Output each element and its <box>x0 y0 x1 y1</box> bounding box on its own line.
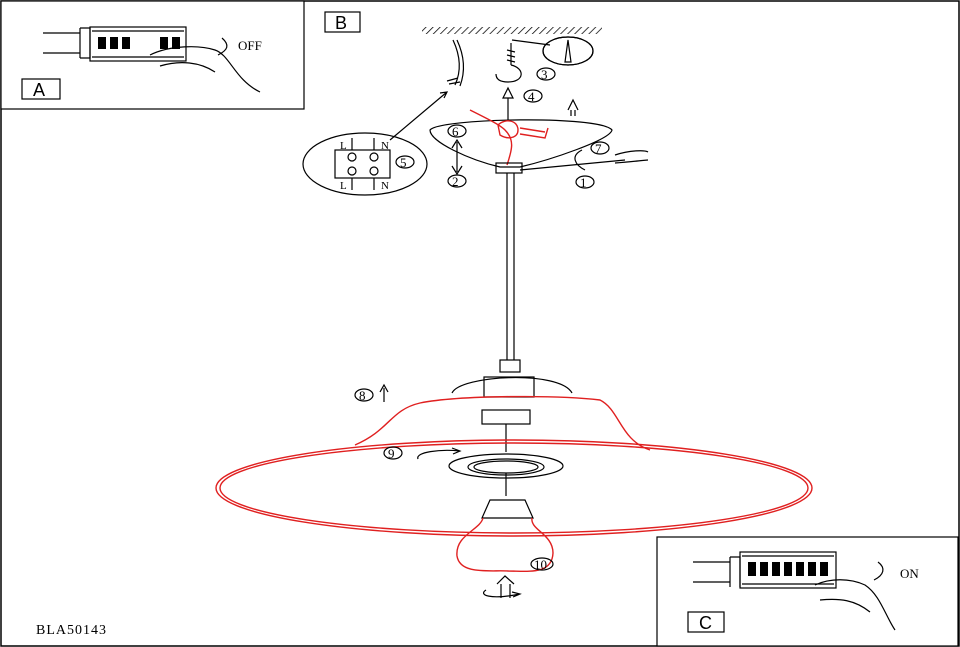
lamp-shade <box>215 395 813 537</box>
step-10: 10 <box>534 557 547 572</box>
arrow-up-icon <box>502 86 514 99</box>
off-label: OFF <box>238 38 262 53</box>
breaker-off-icon <box>43 26 261 93</box>
suspension-rod <box>506 173 515 360</box>
terminal-l-top: L <box>340 140 347 152</box>
step-3: 3 <box>541 67 548 82</box>
terminal-l-bottom: L <box>340 180 347 192</box>
breaker-on-icon <box>693 551 896 631</box>
terminal-n-bottom: N <box>381 180 389 192</box>
step-2: 2 <box>452 174 459 189</box>
ceiling-hook-icon <box>495 36 594 83</box>
terminal-block-inset: L N L N <box>302 91 449 196</box>
light-bulb-icon <box>456 499 554 598</box>
panel-b-label: B <box>335 13 347 33</box>
step-9: 9 <box>388 446 395 461</box>
model-code: BLA50143 <box>36 623 107 638</box>
step-markers: 1 2 3 4 5 6 7 8 9 10 <box>354 67 610 572</box>
mains-cable-icon <box>452 39 465 87</box>
ceiling-hatch <box>422 27 602 34</box>
canopy <box>429 86 649 176</box>
shade-ring <box>417 447 564 496</box>
panel-c-label: C <box>699 613 712 633</box>
step-5: 5 <box>400 155 407 170</box>
on-label: ON <box>900 566 919 581</box>
step-8: 8 <box>359 388 366 403</box>
lamp-holder <box>451 359 573 452</box>
step-4: 4 <box>528 89 535 104</box>
step-6: 6 <box>452 124 459 139</box>
step-7: 7 <box>595 141 602 156</box>
panel-a-label: A <box>33 80 45 100</box>
terminal-n-top: N <box>381 140 389 152</box>
panel-a: OFF A <box>0 0 305 110</box>
panel-b: B <box>324 11 361 33</box>
panel-c: ON C <box>656 536 959 647</box>
step-1: 1 <box>580 175 587 190</box>
